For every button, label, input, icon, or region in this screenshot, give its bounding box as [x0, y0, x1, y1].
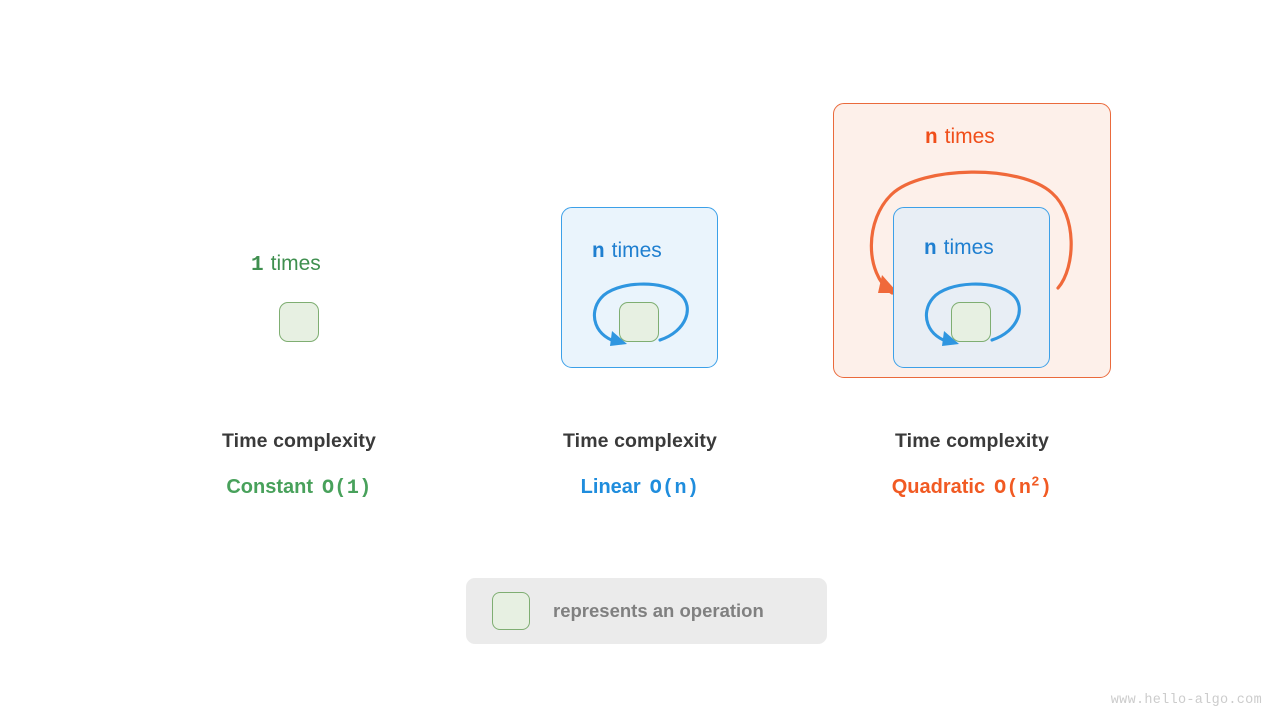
loop-box-quadratic-inner: [893, 207, 1050, 368]
caption-value-constant: Constant O(1): [149, 475, 449, 501]
constant-times-word: times: [270, 252, 321, 275]
constant-times-count: 1: [251, 254, 264, 277]
complexity-word-linear: Linear: [580, 476, 641, 498]
big-o-quadratic: O(n2): [994, 475, 1053, 500]
legend-label: represents an operation: [553, 600, 764, 621]
caption-value-quadratic: Quadratic O(n2): [822, 475, 1122, 501]
caption-title-linear: Time complexity: [563, 430, 717, 452]
caption-title-constant: Time complexity: [222, 430, 376, 452]
big-o-linear: O(n): [649, 477, 700, 500]
operation-box-constant: [279, 302, 319, 342]
caption-constant: Time complexity Constant O(1): [149, 429, 449, 501]
complexity-word-quadratic: Quadratic: [891, 476, 986, 498]
caption-quadratic: Time complexity Quadratic O(n2): [822, 429, 1122, 501]
quadratic-outer-times-word: times: [944, 125, 995, 148]
big-o-quadratic-base: O(n: [994, 477, 1032, 500]
operation-box-icon: [492, 592, 530, 630]
linear-times-count: n: [592, 241, 605, 264]
caption-linear: Time complexity Linear O(n): [490, 429, 790, 501]
caption-title-quadratic: Time complexity: [895, 430, 1049, 452]
quadratic-inner-times-count: n: [924, 238, 937, 261]
operation-box-quadratic: [951, 302, 991, 342]
constant-times-label: 1 times: [251, 251, 321, 279]
big-o-quadratic-tail: ): [1039, 477, 1053, 500]
quadratic-outer-times-count: n: [925, 127, 938, 150]
quadratic-inner-times-word: times: [943, 236, 994, 259]
operation-box-linear: [619, 302, 659, 342]
watermark: www.hello-algo.com: [1110, 693, 1262, 708]
complexity-word-constant: Constant: [226, 476, 314, 498]
caption-value-linear: Linear O(n): [490, 475, 790, 501]
loop-box-linear: [561, 207, 718, 368]
legend-panel: represents an operation: [466, 578, 827, 644]
linear-times-word: times: [611, 239, 662, 262]
big-o-quadratic-exponent: 2: [1031, 475, 1040, 491]
big-o-constant: O(1): [322, 477, 372, 500]
